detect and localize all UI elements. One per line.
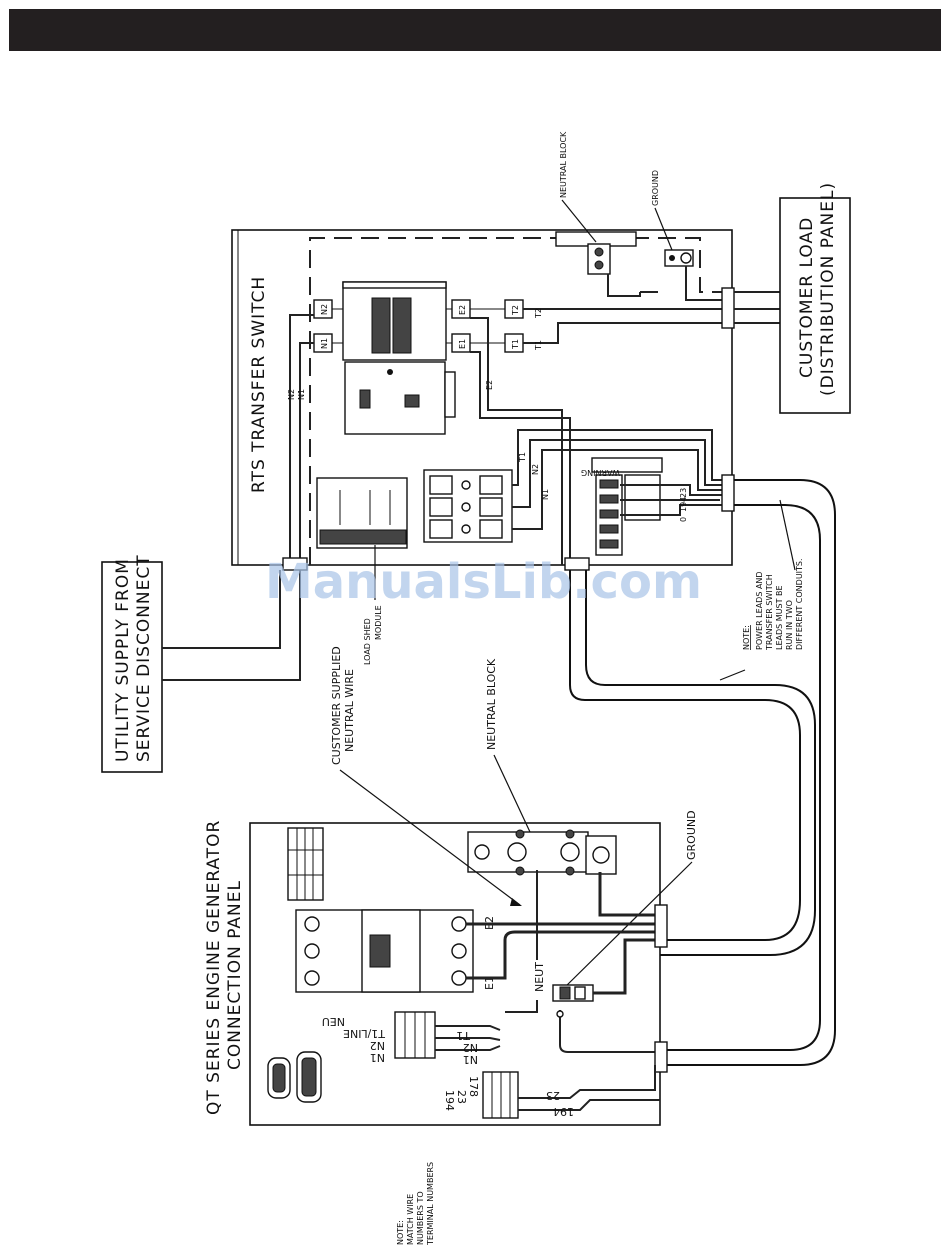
customer-neutral-label: CUSTOMER SUPPLIED — [330, 646, 343, 765]
breaker-icon — [295, 909, 474, 993]
note-wire-line-3: NUMBERS TO — [416, 1191, 425, 1245]
term-e1: E1 — [458, 339, 467, 349]
term-t1: T1 — [511, 339, 520, 350]
terminal-strip-line — [394, 1011, 501, 1059]
ground-bottom-label: GROUND — [685, 810, 698, 860]
load-shed-label: LOAD SHED — [363, 618, 372, 665]
breaker-block — [423, 469, 513, 543]
terminal-strip-control — [482, 1065, 660, 1119]
warning-label: WARNING — [581, 468, 620, 477]
header-bar — [9, 9, 941, 51]
term-n2: N2 — [320, 304, 329, 315]
gen-wire-t1: T1 — [456, 1029, 471, 1042]
utility-supply-box — [101, 561, 163, 773]
conduit-fitting-bottom — [564, 557, 590, 571]
qt-subtitle: CONNECTION PANEL — [225, 880, 245, 1070]
wire-label-t2: T2 — [534, 308, 543, 319]
term-t2: T2 — [511, 305, 520, 316]
wire-label-t1b: T1 — [518, 452, 527, 463]
ground-lug-bottom-icon — [552, 984, 594, 1002]
neut-label: NEUT — [533, 962, 546, 992]
neutral-block-bottom-label: NEUTRAL BLOCK — [485, 658, 498, 750]
dashed-neutral-wire — [309, 237, 728, 565]
conduit-fitting-gen-top — [654, 904, 668, 948]
note-wire-line-2: MATCH WIRE — [406, 1194, 415, 1245]
wire-label-n1b: N1 — [541, 489, 550, 500]
customer-load-box — [779, 197, 851, 414]
note-power-line-1: POWER LEADS AND — [755, 571, 764, 650]
conduit-fitting-gen-bottom — [654, 1041, 668, 1073]
note-power-line-3: LEADS MUST BE — [775, 585, 784, 650]
customer-load-sublabel: (DISTRIBUTION PANEL) — [818, 182, 838, 396]
customer-neutral-sublabel: NEUTRAL WIRE — [343, 669, 356, 752]
gen-wire-23: 23 — [546, 1089, 560, 1102]
gen-term-e1: E1 — [483, 976, 496, 990]
terminal-block-top — [287, 827, 324, 901]
wire-label-n1: N1 — [297, 389, 306, 400]
neutral-block-top-label: NEUTRAL BLOCK — [559, 131, 568, 198]
term-n1: N1 — [320, 338, 329, 349]
rts-internal-wires — [289, 266, 728, 565]
neutral-block-top — [555, 231, 637, 275]
gen-wire-n2: N2 — [463, 1041, 478, 1054]
wire-label-n2b: N2 — [531, 464, 540, 475]
gen-wire-194: 194 — [553, 1105, 574, 1118]
conduit-fitting-mid — [721, 474, 735, 512]
connector-icon — [267, 1051, 322, 1103]
conduit-runs — [569, 479, 836, 1066]
note-power-head: NOTE: — [742, 625, 751, 650]
gen-term-neu: NEU — [322, 1015, 345, 1028]
wire-label-0: 0 — [679, 517, 688, 522]
wire-label-n2: N2 — [287, 389, 296, 400]
note-power-line-5: DIFFERENT CONDUITS. — [795, 558, 804, 650]
note-power-line-2: TRANSFER SWITCH — [765, 574, 774, 651]
gen-term-t1-line: T1/LINE — [343, 1027, 386, 1040]
qt-title: QT SERIES ENGINE GENERATOR — [204, 820, 224, 1115]
ground-lug-icon — [664, 249, 694, 267]
utility-supply-sublabel: SERVICE DISCONNECT — [134, 554, 154, 762]
note-wire-line-1: NOTE: — [396, 1220, 405, 1245]
neutral-block-bottom — [467, 829, 617, 876]
conduit-fitting-top — [721, 287, 735, 329]
terminal-strip — [591, 457, 663, 556]
gen-term-n2: N2 — [370, 1039, 385, 1052]
load-shed-sublabel: MODULE — [374, 605, 383, 640]
gen-wire-n1: N1 — [463, 1053, 478, 1066]
note-power-line-4: RUN IN TWO — [785, 600, 794, 650]
load-shed-module — [316, 477, 408, 549]
gen-term-n1: N1 — [370, 1051, 385, 1064]
gen-term-194: 194 — [443, 1090, 456, 1111]
rts-title: RTS TRANSFER SWITCH — [249, 276, 269, 493]
wire-label-e2: E2 — [485, 380, 494, 390]
customer-load-label: CUSTOMER LOAD — [797, 217, 817, 378]
gen-term-178: 178 — [467, 1076, 480, 1097]
contactor-assembly — [313, 281, 524, 361]
controller-board — [344, 361, 456, 435]
gen-term-23: 23 — [455, 1090, 468, 1104]
generator-wires — [466, 870, 655, 1053]
watermark: ManualsLib.com — [265, 554, 702, 610]
conduit-fitting-utility — [282, 557, 308, 571]
note-wire-line-4: TERMINAL NUMBERS — [426, 1162, 435, 1246]
wire-label-t1: T1 — [534, 340, 543, 351]
wire-label-23: 23 — [679, 488, 688, 498]
term-e2: E2 — [458, 305, 467, 315]
utility-supply-label: UTILITY SUPPLY FROM — [113, 558, 133, 762]
ground-top-label: GROUND — [651, 170, 660, 206]
wire-label-194: 194 — [679, 497, 688, 512]
